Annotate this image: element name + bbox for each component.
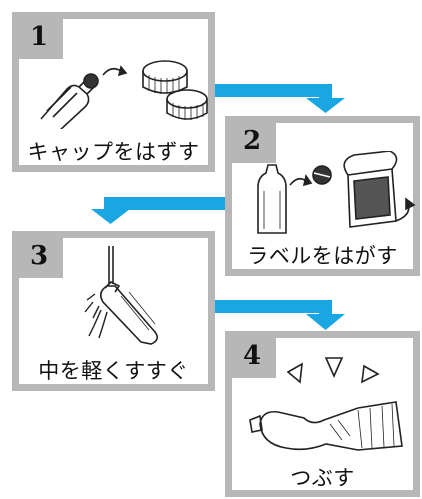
remove-cap-illustration (40, 60, 208, 129)
step-1-panel: 1 キャップをはずす (12, 12, 215, 172)
step-3-panel: 3 中を軽くすすぐ (12, 231, 215, 391)
step-label: つぶす (290, 466, 355, 490)
arrow-step3-to-step4 (214, 300, 345, 330)
step-number: 3 (19, 238, 63, 278)
step-label: ラベルをはがす (247, 244, 398, 268)
step-label: キャップをはずす (27, 140, 200, 164)
arrow-step1-to-step2 (214, 84, 345, 113)
step-number: 1 (19, 19, 63, 59)
step-number: 4 (232, 338, 276, 378)
step-4-panel: 4 つぶす (225, 331, 420, 497)
remove-label-illustration (257, 151, 416, 234)
rinse-illustration (84, 246, 159, 345)
step-number: 2 (232, 123, 276, 163)
step-2-panel: 2 ラベルをはがす (225, 116, 420, 276)
crush-illustration (249, 357, 403, 451)
arrow-step2-to-step3 (91, 197, 228, 224)
step-label: 中を軽くすすぐ (38, 359, 189, 383)
